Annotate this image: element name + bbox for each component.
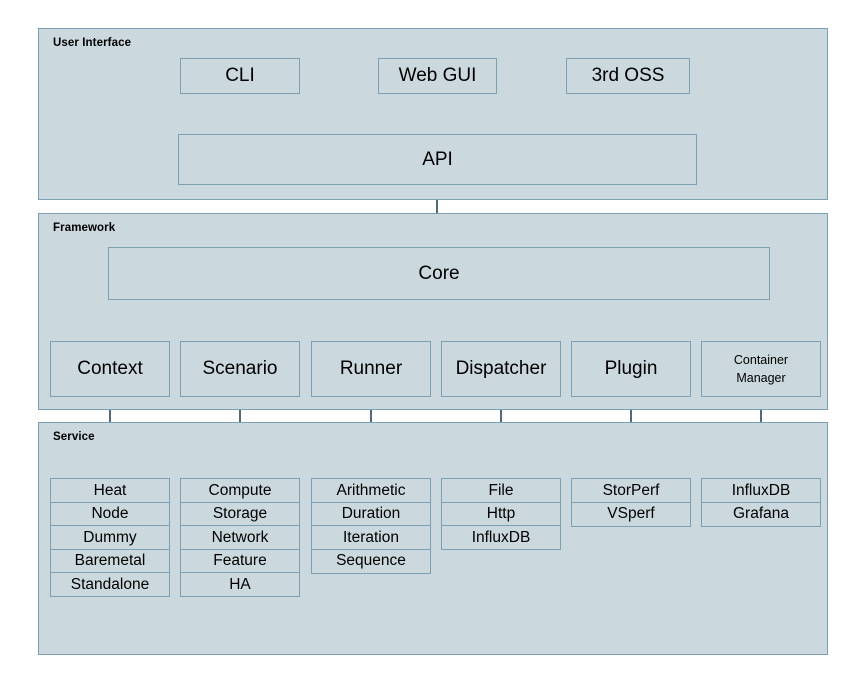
node-plugin[interactable]: Plugin [571,341,691,397]
list-item[interactable]: HA [180,572,300,597]
node-3rd-oss[interactable]: 3rd OSS [566,58,690,94]
list-item[interactable]: Duration [311,501,431,527]
list-item[interactable]: Arithmetic [311,478,431,503]
node-api-label: API [422,148,453,170]
service-column-scenario: Compute Storage Network Feature HA [180,478,300,597]
list-item[interactable]: Standalone [50,572,170,597]
list-item[interactable]: Node [50,501,170,527]
list-item[interactable]: Iteration [311,525,431,550]
node-dispatcher-label: Dispatcher [455,358,547,380]
node-scenario-label: Scenario [202,358,278,380]
list-item[interactable]: StorPerf [571,478,691,503]
node-cli[interactable]: CLI [180,58,300,94]
service-column-plugin: StorPerf VSperf [571,478,691,527]
list-item[interactable]: Storage [180,501,300,527]
node-3rd-oss-label: 3rd OSS [591,65,665,87]
panel-title-user-interface: User Interface [53,37,132,49]
node-context[interactable]: Context [50,341,170,397]
node-core[interactable]: Core [108,247,770,300]
node-container-manager-label-line1: Container [733,352,789,367]
list-item[interactable]: Network [180,525,300,550]
list-item[interactable]: VSperf [571,501,691,527]
panel-title-framework: Framework [53,222,116,234]
panel-title-service: Service [53,431,95,443]
node-scenario[interactable]: Scenario [180,341,300,397]
node-api[interactable]: API [178,134,697,185]
list-item[interactable]: Compute [180,478,300,503]
service-column-context: Heat Node Dummy Baremetal Standalone [50,478,170,597]
node-container-manager[interactable]: Container Manager [701,341,821,397]
list-item[interactable]: Baremetal [50,548,170,574]
node-runner[interactable]: Runner [311,341,431,397]
list-item[interactable]: Dummy [50,525,170,550]
service-column-container-manager: InfluxDB Grafana [701,478,821,527]
node-plugin-label: Plugin [604,358,658,380]
node-dispatcher[interactable]: Dispatcher [441,341,561,397]
node-context-label: Context [77,358,143,380]
list-item[interactable]: Http [441,501,561,527]
list-item[interactable]: Feature [180,548,300,574]
node-web-gui[interactable]: Web GUI [378,58,497,94]
node-runner-label: Runner [339,358,403,380]
list-item[interactable]: InfluxDB [701,478,821,503]
list-item[interactable]: Grafana [701,501,821,527]
service-column-dispatcher: File Http InfluxDB [441,478,561,550]
list-item[interactable]: Heat [50,478,170,503]
node-cli-label: CLI [225,65,255,87]
node-container-manager-label-line2: Manager [736,371,786,385]
list-item[interactable]: File [441,478,561,503]
node-core-label: Core [418,262,460,284]
node-web-gui-label: Web GUI [398,65,477,87]
service-column-runner: Arithmetic Duration Iteration Sequence [311,478,431,574]
list-item[interactable]: InfluxDB [441,525,561,550]
list-item[interactable]: Sequence [311,548,431,574]
